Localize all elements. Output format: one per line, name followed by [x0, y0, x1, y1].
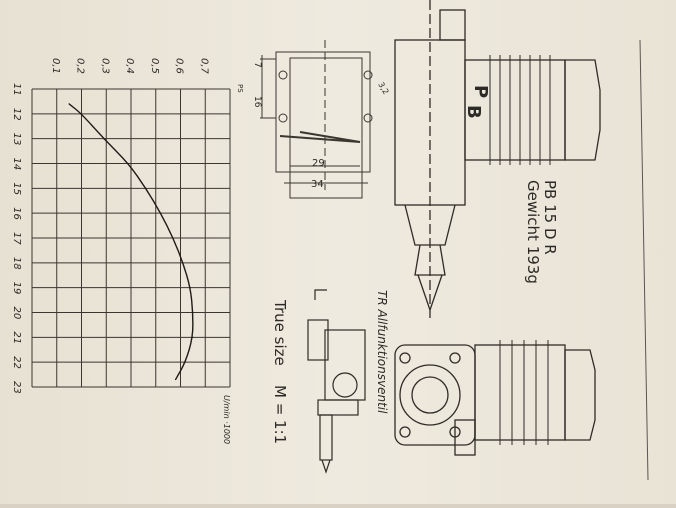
power-curve-point: [103, 138, 105, 140]
power-curve-point: [192, 311, 194, 314]
power-curve-point: [182, 262, 184, 264]
rpm-tick-label: 15: [11, 182, 22, 195]
engine-weight: Gewicht 193g: [524, 180, 542, 284]
power-curve-point: [80, 113, 83, 115]
dim-16: 16: [252, 96, 262, 108]
engine-front-view: [394, 340, 596, 456]
power-curve-point: [145, 187, 147, 189]
dim-34: 34: [311, 179, 324, 190]
rpm-tick-label: 17: [11, 232, 22, 245]
ps-tick-label: 0,7: [198, 58, 209, 75]
rpm-tick-label: 20: [11, 307, 22, 320]
power-curve-point: [160, 212, 162, 214]
rpm-tick-label: 22: [11, 356, 22, 369]
engine-letter-p: P: [470, 85, 491, 98]
power-curve-point: [174, 378, 177, 381]
power-curve-line: [68, 103, 194, 380]
ps-tick-label: 0,2: [75, 58, 86, 74]
model-name: PB 15 D R: [541, 180, 559, 255]
mount-plate-drawing: [260, 40, 373, 199]
true-size-label: True size: [271, 299, 289, 366]
rpm-tick-label: 12: [11, 108, 22, 121]
dim-3-2: 3,2: [376, 81, 390, 97]
ps-tick-label: 0,6: [174, 58, 185, 74]
y-axis-label: PS: [236, 84, 244, 93]
power-curve-point: [184, 361, 187, 363]
scale-label: M = 1:1: [271, 385, 289, 444]
rpm-tick-label: 11: [11, 83, 22, 96]
power-curve-point: [68, 103, 70, 105]
ps-tick-label: 0,3: [99, 58, 110, 74]
rpm-tick-label: 19: [11, 282, 22, 295]
carburetor-drawing: [307, 289, 366, 474]
power-curve-point: [189, 287, 191, 289]
rpm-tick-label: 16: [11, 207, 22, 220]
dim-7: 7: [252, 62, 262, 68]
engine-side-view: [394, 0, 601, 320]
power-curve-point: [172, 237, 174, 239]
rpm-tick-label: 18: [11, 257, 22, 270]
ps-tick-label: 0,4: [124, 58, 135, 74]
ps-tick-label: 0,5: [149, 58, 160, 74]
rpm-tick-label: 23: [11, 381, 22, 394]
power-curve-point: [192, 336, 194, 338]
page-fold-line: [639, 39, 649, 481]
rpm-tick-label: 14: [11, 158, 22, 171]
ps-tick-label: 0,1: [50, 58, 61, 74]
rpm-tick-label: 13: [11, 133, 22, 146]
power-curve-chart: 0,1 0,2 0,3 0,4 0,5 0,6 0,7 11 12 13 14 15 16 17 18 19 2…: [11, 58, 244, 444]
engine-letter-b: B: [463, 105, 484, 119]
power-curve-point: [127, 162, 130, 165]
x-axis-label: U/min ·1000: [222, 395, 231, 444]
dim-29: 29: [312, 158, 325, 169]
carburetor-caption: TR Allfunktionsventil: [375, 290, 389, 414]
rpm-tick-label: 21: [11, 331, 22, 344]
